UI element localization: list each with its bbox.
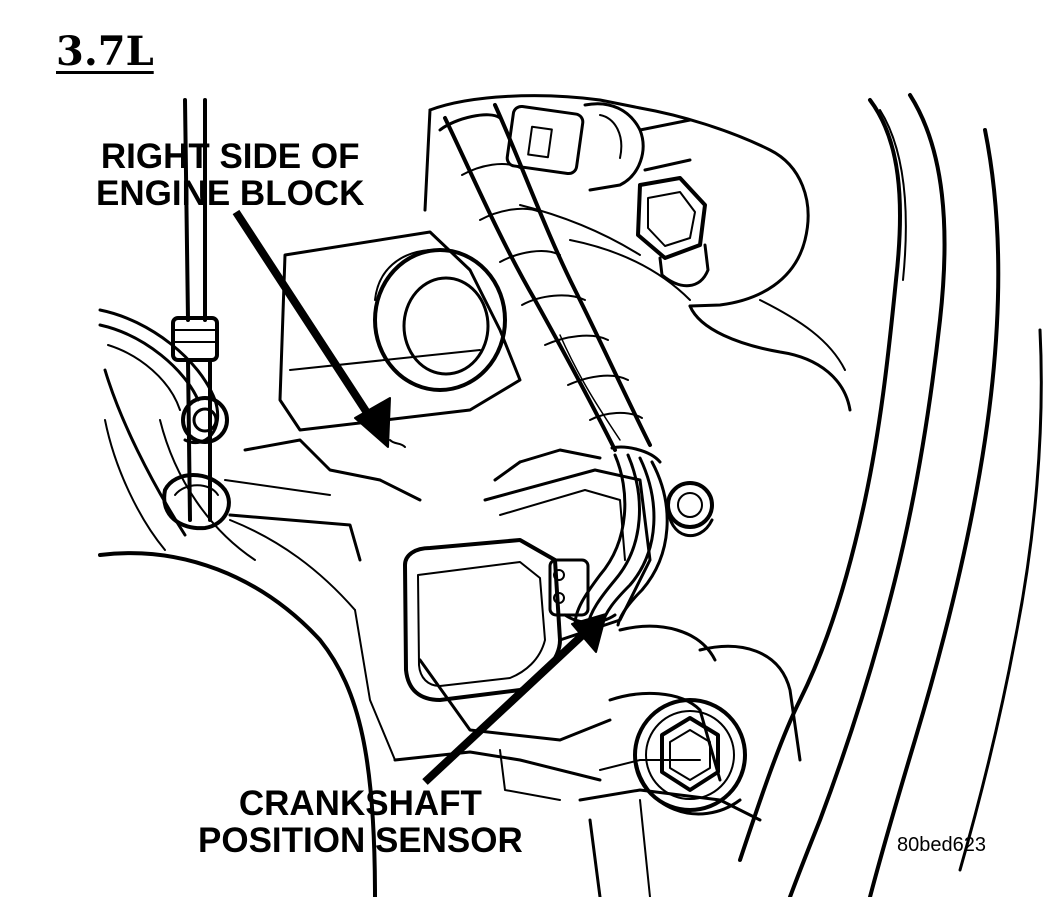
engine-block-leader [232,209,391,448]
engine-block-callout-line2: ENGINE BLOCK [96,174,365,213]
wiring-harness [438,103,652,452]
crankshaft-sensor [403,448,652,702]
engine-block-callout-line1: RIGHT SIDE OF [100,137,360,176]
upper-bolt [636,176,710,288]
top-connector [505,102,692,192]
engine-block-face [224,230,522,562]
figure-code: 80bed623 [897,834,986,856]
sensor-bracket [393,624,802,897]
sensor-wires [573,445,669,627]
lower-bolt [633,698,747,816]
sensor-callout-line2: POSITION SENSOR [198,821,523,860]
left-cables [98,308,256,561]
sensor-leader [422,613,607,785]
sensor-callout-line1: CRANKSHAFT [238,784,482,823]
small-bolt [666,481,714,538]
sensor-callout: CRANKSHAFT POSITION SENSOR [198,785,523,859]
upper-casting [423,94,852,412]
lower-housing [98,519,396,897]
frame-rail [738,93,1043,897]
engine-block-callout: RIGHT SIDE OF ENGINE BLOCK [96,138,364,212]
engine-size-title: 3.7L [56,28,154,75]
